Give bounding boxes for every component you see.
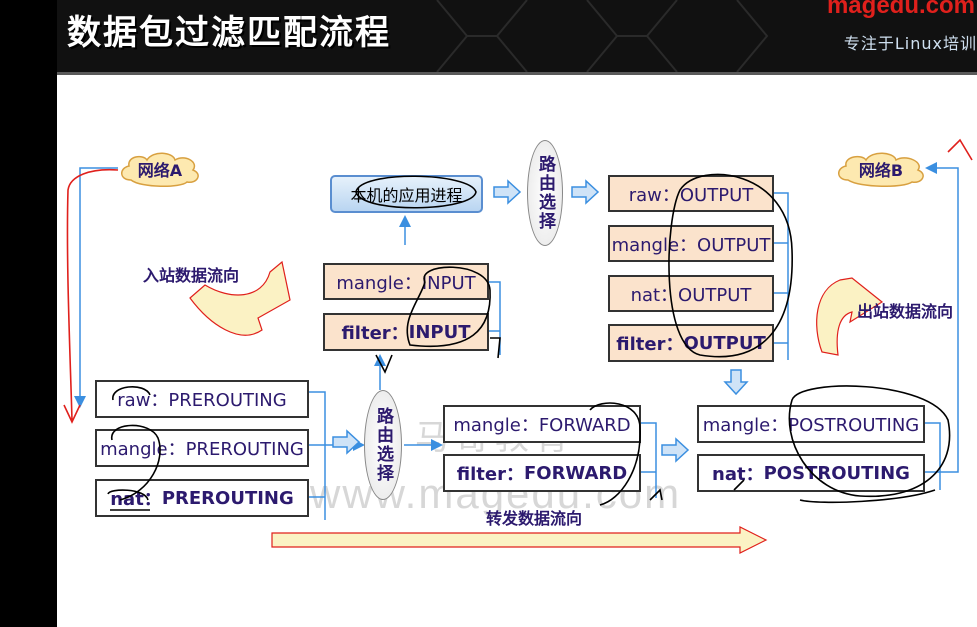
page-title: 数据包过滤匹配流程 <box>67 13 391 53</box>
app-process-box: 本机的应用进程 <box>330 175 483 213</box>
postrouting-mangle-box: mangle：POSTROUTING <box>697 405 925 443</box>
cloud-icon <box>121 152 199 187</box>
left-black-bar <box>0 0 57 627</box>
routing-decision-bottom: 路由选择 <box>364 390 402 500</box>
output-bracket <box>774 192 789 360</box>
brand-logo: magedu.com <box>826 0 975 19</box>
postrouting-nat-box: nat：POSTROUTING <box>697 454 925 492</box>
brand-tagline: 专注于Linux培训 <box>843 34 977 53</box>
outbound-flow-label: 出站数据流向 <box>857 302 954 321</box>
output-filter-box: filter：OUTPUT <box>608 324 774 362</box>
network-a-line <box>74 167 118 408</box>
input-filter-box: filter：INPUT <box>323 313 489 351</box>
forward-to-post-arrow <box>661 437 690 463</box>
route-to-output-arrow <box>571 179 600 205</box>
forward-filter-box: filter：FORWARD <box>443 454 641 492</box>
output-raw-box: raw：OUTPUT <box>608 175 774 212</box>
forward-mangle-box: mangle：FORWARD <box>443 405 641 443</box>
prerouting-mangle-box: mangle：PREROUTING <box>95 429 309 467</box>
header-bar: 数据包过滤匹配流程 magedu.com 专注于Linux培训 <box>57 0 977 75</box>
forward-flow-label: 转发数据流向 <box>486 509 583 528</box>
prerouting-route-arrow <box>332 429 361 455</box>
app-to-route-arrow <box>493 179 522 205</box>
routing-decision-top: 路由选择 <box>527 140 563 246</box>
postrouting-bracket <box>925 422 941 490</box>
input-bracket <box>489 281 501 355</box>
hex-pattern <box>436 0 769 72</box>
network-a-cloud: 网络A <box>117 150 203 188</box>
routing-label: 路由选择 <box>535 155 555 231</box>
inbound-flow-label: 入站数据流向 <box>143 266 240 285</box>
input-mangle-box: mangle：INPUT <box>323 263 489 300</box>
forward-flow-arrow <box>271 526 768 554</box>
prerouting-nat-box: nat：PREROUTING <box>95 479 309 517</box>
routing-label: 路由选择 <box>373 407 393 483</box>
cloud-icon <box>838 152 924 188</box>
output-mangle-box: mangle：OUTPUT <box>608 225 774 262</box>
network-b-cloud: 网络B <box>834 150 928 188</box>
output-down-arrow <box>723 369 749 396</box>
prerouting-raw-box: raw：PREROUTING <box>95 380 309 418</box>
red-ink-stroke <box>947 138 973 161</box>
output-nat-box: nat：OUTPUT <box>608 275 774 312</box>
